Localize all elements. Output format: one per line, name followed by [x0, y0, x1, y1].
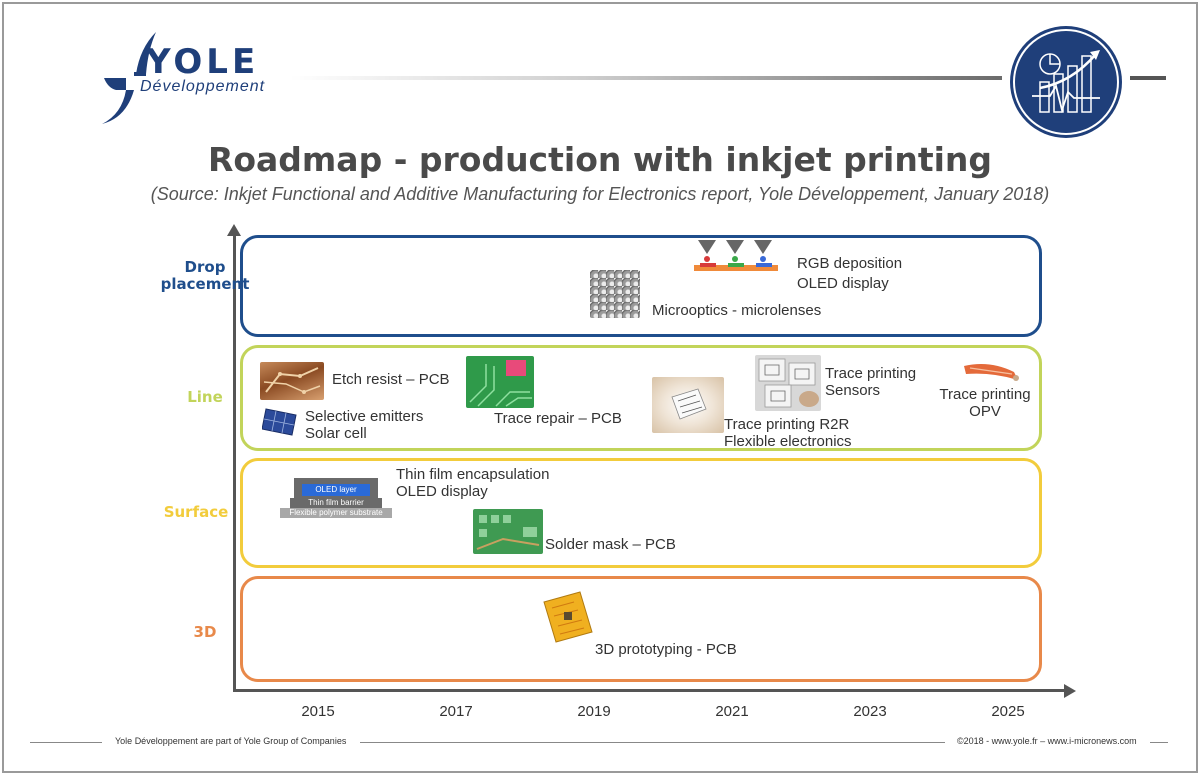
logo-swoosh-icon — [102, 32, 156, 124]
sensors-line1: Trace printing — [825, 365, 917, 382]
row-label-drop-line1: Drop — [184, 258, 226, 276]
footer-rule-right — [1150, 742, 1168, 743]
selective-emitters-label: Selective emitters Solar cell — [305, 408, 423, 442]
opv-line2: OPV — [969, 403, 1001, 420]
opv-line1: Trace printing — [939, 386, 1031, 403]
row-label-3d: 3D — [193, 623, 217, 641]
footer-right-text: ©2018 - www.yole.fr – www.i-micronews.co… — [957, 736, 1137, 746]
x-axis — [233, 689, 1068, 692]
row-label-surface: Surface — [163, 503, 229, 521]
year-label-2023: 2023 — [853, 703, 887, 720]
trace-repair-label: Trace repair – PCB — [494, 410, 622, 427]
footer-rule-left — [30, 742, 102, 743]
thin-film-barrier-block: Thin film barrier — [290, 498, 382, 508]
year-label-2021: 2021 — [715, 703, 749, 720]
year-label-2025: 2025 — [991, 703, 1025, 720]
header-dash — [1130, 76, 1166, 80]
r2r-line1: Trace printing R2R — [724, 416, 850, 433]
oled-layer-block: OLED layer — [302, 484, 370, 496]
report-emblem-icon — [1010, 26, 1122, 138]
solder-mask-pcb-image — [473, 509, 543, 554]
yole-logo — [96, 30, 296, 125]
slide-title: Roadmap - production with inkjet printin… — [207, 140, 993, 179]
tfe-line1: Thin film encapsulation — [396, 466, 550, 483]
x-axis-arrow-icon — [1064, 684, 1076, 698]
r2r-flexible-electronics-image — [652, 377, 724, 433]
flexible-substrate-block: Flexible polymer substrate — [280, 508, 392, 518]
solder-mask-label: Solder mask – PCB — [545, 536, 676, 553]
r2r-label: Trace printing R2R Flexible electronics — [724, 416, 852, 450]
trace-repair-pcb-image — [466, 356, 534, 408]
etch-resist-pcb-image — [260, 362, 324, 400]
header-divider — [290, 76, 1002, 80]
microlenses-image — [590, 270, 640, 318]
etch-resist-label: Etch resist – PCB — [332, 371, 450, 388]
row-label-drop-line2: placement — [160, 275, 250, 293]
year-label-2015: 2015 — [301, 703, 335, 720]
sensors-image — [755, 355, 821, 411]
y-axis — [233, 232, 236, 692]
microoptics-label: Microoptics - microlenses — [652, 302, 822, 319]
selective-emitters-line1: Selective emitters — [305, 408, 424, 425]
tfe-label: Thin film encapsulation OLED display — [396, 466, 549, 500]
3d-prototyping-label: 3D prototyping - PCB — [595, 641, 737, 658]
tfe-line2: OLED display — [396, 483, 488, 500]
logo-wordmark: YOLE — [146, 42, 260, 82]
row-label-line: Line — [187, 388, 223, 406]
opv-image — [962, 360, 1020, 384]
sensors-line2: Sensors — [825, 382, 881, 399]
inkjet-nozzles-icon — [694, 240, 778, 271]
3d-prototyping-pcb-image — [540, 590, 596, 646]
footer-rule-middle — [360, 742, 945, 743]
logo-subtitle: Développement — [140, 78, 266, 95]
row-box-line — [240, 345, 1042, 451]
rgb-deposition-line1: RGB deposition — [797, 255, 903, 272]
y-axis-arrow-icon — [227, 224, 241, 236]
opv-label: Trace printing OPV — [936, 386, 1034, 420]
rgb-deposition-label: RGB deposition OLED display — [797, 255, 902, 292]
rgb-deposition-line2: OLED display — [797, 275, 889, 292]
year-label-2019: 2019 — [577, 703, 611, 720]
r2r-line2: Flexible electronics — [724, 433, 852, 450]
sensors-label: Trace printing Sensors — [825, 365, 916, 399]
row-box-drop-placement — [240, 235, 1042, 337]
rgb-deposition-graphic — [688, 238, 784, 278]
year-label-2017: 2017 — [439, 703, 473, 720]
solar-cell-image — [261, 405, 300, 437]
row-box-surface — [240, 458, 1042, 568]
slide-subtitle: (Source: Inkjet Functional and Additive … — [150, 184, 1050, 204]
row-label-drop-placement: Drop placement — [150, 259, 260, 293]
thin-film-encapsulation-diagram: OLED layer Thin film barrier Flexible po… — [280, 478, 392, 518]
row-box-3d — [240, 576, 1042, 682]
footer-left-text: Yole Développement are part of Yole Grou… — [115, 736, 347, 746]
selective-emitters-line2: Solar cell — [305, 425, 367, 442]
